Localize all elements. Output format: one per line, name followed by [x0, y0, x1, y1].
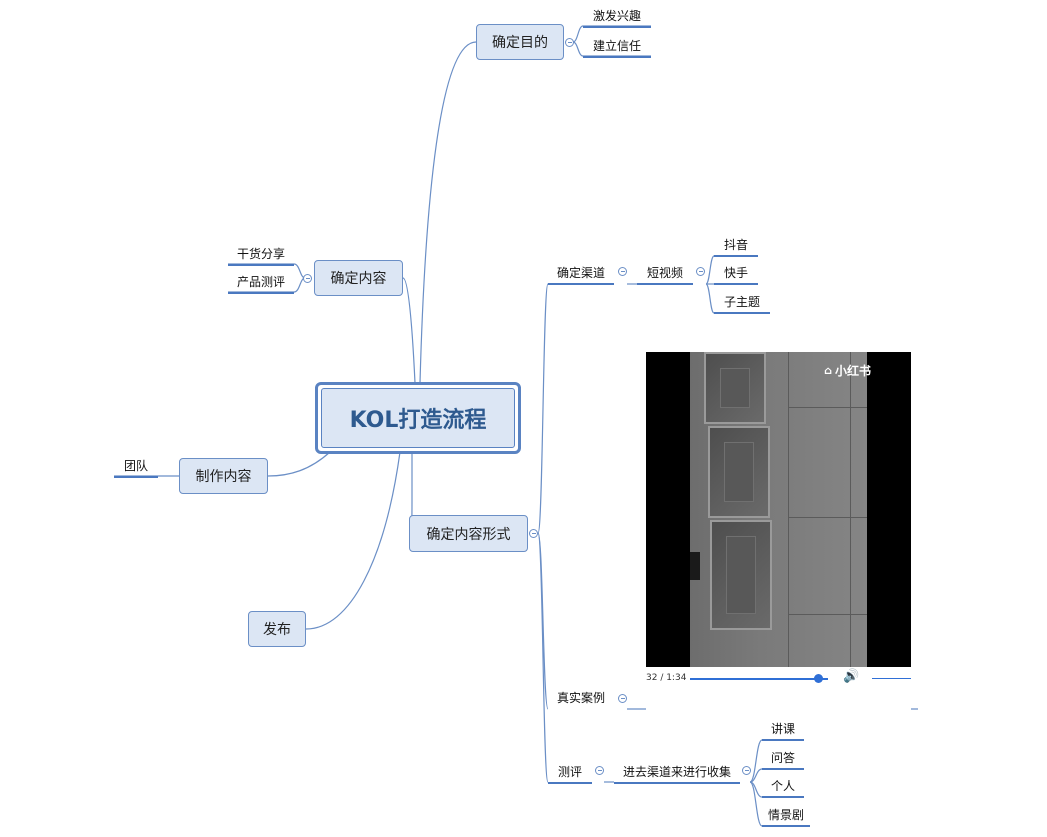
leaf-lecture[interactable]: 讲课 — [762, 721, 804, 741]
collapse-toggle-icon[interactable] — [618, 267, 627, 276]
video-controls: 32 / 1:34 🔊 — [646, 667, 911, 710]
leaf-douyin[interactable]: 抖音 — [714, 237, 758, 257]
node-produce[interactable]: 制作内容 — [179, 458, 268, 494]
leaf-team[interactable]: 团队 — [114, 458, 158, 478]
collapse-toggle-icon[interactable] — [565, 38, 574, 47]
connector-root-content — [402, 277, 416, 384]
collapse-toggle-icon[interactable] — [618, 694, 627, 703]
collapse-toggle-icon[interactable] — [595, 766, 604, 775]
leaf-collect[interactable]: 进去渠道来进行收集 — [614, 764, 740, 784]
node-content[interactable]: 确定内容 — [314, 260, 403, 296]
collapse-toggle-icon[interactable] — [303, 274, 312, 283]
node-publish[interactable]: 发布 — [248, 611, 306, 647]
leaf-build-trust[interactable]: 建立信任 — [583, 38, 651, 58]
collapse-toggle-icon[interactable] — [696, 267, 705, 276]
video-time: 32 / 1:34 — [646, 673, 687, 683]
connector-root-publish — [305, 451, 401, 630]
leaf-qa[interactable]: 问答 — [762, 750, 804, 770]
leaf-personal[interactable]: 个人 — [762, 778, 804, 798]
connector-format-review — [537, 532, 549, 783]
leaf-product-review[interactable]: 产品测评 — [228, 274, 294, 294]
embedded-video[interactable]: ⌂ 小红书 32 / 1:34 🔊 — [646, 352, 911, 710]
root-label: KOL打造流程 — [321, 388, 515, 448]
leaf-real-case[interactable]: 真实案例 — [556, 691, 605, 705]
root-node[interactable]: KOL打造流程 — [315, 382, 521, 454]
connector-format-channel — [537, 283, 549, 534]
leaf-skit[interactable]: 情景剧 — [762, 807, 810, 827]
speaker-icon[interactable]: 🔊 — [843, 669, 860, 684]
leaf-kuaishou[interactable]: 快手 — [714, 265, 758, 285]
connector-purpose-kids — [572, 25, 651, 43]
leaf-tips-sharing[interactable]: 干货分享 — [228, 246, 294, 266]
video-frame — [690, 352, 867, 667]
volume-track[interactable] — [872, 678, 911, 679]
connector-collect-kids — [749, 739, 763, 783]
node-format[interactable]: 确定内容形式 — [409, 515, 528, 552]
leaf-review[interactable]: 测评 — [548, 764, 592, 784]
leaf-spark-interest[interactable]: 激发兴趣 — [583, 8, 651, 28]
node-purpose[interactable]: 确定目的 — [476, 24, 564, 60]
progress-track[interactable] — [690, 678, 828, 680]
leaf-channel[interactable]: 确定渠道 — [548, 265, 614, 285]
leaf-subtopic[interactable]: 子主题 — [714, 294, 770, 314]
leaf-short-video[interactable]: 短视频 — [637, 265, 693, 285]
progress-knob[interactable] — [814, 674, 824, 683]
video-logo: ⌂ 小红书 — [824, 364, 871, 378]
connector-root-purpose — [419, 41, 477, 384]
collapse-toggle-icon[interactable] — [529, 529, 538, 538]
connector-shortvideo-kids — [705, 255, 715, 285]
house-icon: ⌂ — [824, 364, 832, 377]
connector-root-produce — [267, 451, 331, 477]
collapse-toggle-icon[interactable] — [742, 766, 751, 775]
